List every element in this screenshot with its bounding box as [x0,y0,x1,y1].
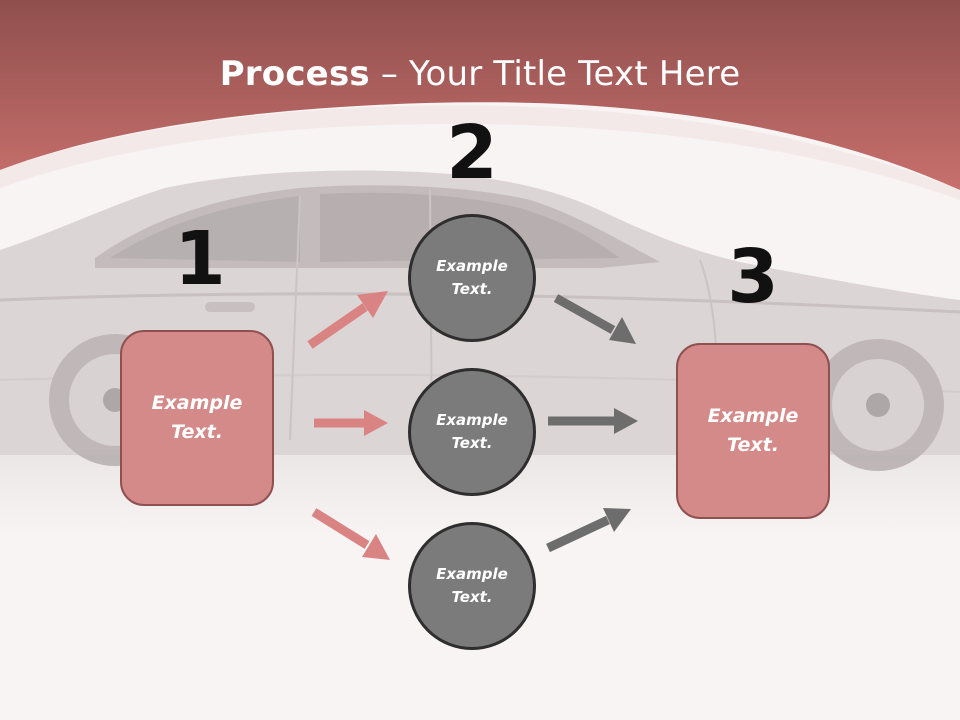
step-circle-2-label: Example Text. [436,411,508,452]
arrow-to-circle-2 [314,410,388,436]
arrow-from-circle-1 [553,294,636,344]
step-circle-3: Example Text. [408,522,536,650]
step-number-1: 1 [174,216,226,302]
step-box-3-label: Example Text. [707,405,799,456]
step-circle-1: Example Text. [408,214,536,342]
step-circle-1-label: Example Text. [436,257,508,298]
step-box-1-label: Example Text. [151,392,243,443]
header-swoosh [0,105,960,200]
title-bold: Process [219,54,370,94]
step-number-3: 3 [727,234,779,320]
arrow-to-circle-3 [311,508,390,560]
arrow-to-circle-1 [307,291,388,349]
step-number-2: 2 [446,110,498,196]
arrow-from-circle-3 [546,508,631,553]
step-circle-3-label: Example Text. [436,565,508,606]
step-circle-2: Example Text. [408,368,536,496]
title-rest: – Your Title Text Here [369,54,741,94]
arrow-from-circle-2 [548,408,638,434]
header-band [0,0,960,190]
step-box-3: Example Text. [676,343,830,519]
slide-title: Process – Your Title Text Here [0,52,960,96]
step-box-1: Example Text. [120,330,274,506]
